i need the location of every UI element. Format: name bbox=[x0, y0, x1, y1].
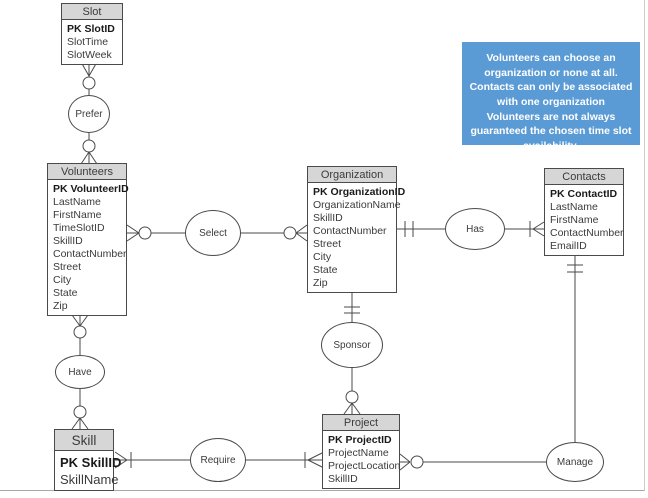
connector-sponsor-project bbox=[343, 368, 361, 415]
entity-skill-title: Skill bbox=[55, 430, 113, 451]
relationship-manage[interactable]: Manage bbox=[546, 442, 604, 482]
relationship-sponsor[interactable]: Sponsor bbox=[321, 322, 383, 368]
relationship-select[interactable]: Select bbox=[185, 210, 241, 256]
attribute: Street bbox=[313, 238, 342, 250]
connector-skill-require bbox=[114, 451, 190, 469]
attribute: Zip bbox=[53, 300, 68, 312]
attribute: EmailID bbox=[550, 240, 587, 252]
connector-require-project bbox=[246, 452, 323, 468]
entity-volunteers[interactable]: Volunteers PK VolunteerID LastName First… bbox=[47, 163, 129, 316]
connector-have-skill bbox=[71, 389, 89, 430]
attribute: Street bbox=[53, 261, 82, 273]
attribute-pk: PK VolunteerID bbox=[53, 183, 129, 195]
relationship-prefer[interactable]: Prefer bbox=[68, 95, 110, 133]
relationship-prefer-label: Prefer bbox=[75, 108, 103, 120]
attribute: SkillName bbox=[60, 472, 119, 487]
attribute: SlotWeek bbox=[67, 49, 112, 61]
entity-organization-title: Organization bbox=[308, 167, 396, 183]
entity-project-title: Project bbox=[323, 415, 399, 431]
attribute: LastName bbox=[53, 196, 101, 208]
attribute: SlotTime bbox=[67, 36, 109, 48]
connector-select-organization bbox=[241, 224, 308, 242]
relationship-have-label: Have bbox=[68, 366, 92, 378]
attribute: FirstName bbox=[550, 214, 599, 226]
attribute: ContactNumber bbox=[550, 227, 624, 239]
attribute: SkillID bbox=[53, 235, 83, 247]
relationship-have[interactable]: Have bbox=[55, 355, 105, 389]
attribute-pk: PK SkillID bbox=[60, 455, 122, 470]
relationship-has-label: Has bbox=[466, 223, 484, 235]
connector-volunteers-select bbox=[126, 224, 185, 242]
connector-prefer-volunteers bbox=[80, 133, 98, 165]
entity-volunteers-title: Volunteers bbox=[48, 164, 126, 180]
entity-volunteers-attributes: PK VolunteerID LastName FirstName TimeSl… bbox=[48, 180, 129, 315]
entity-organization-attributes: PK OrganizationID OrganizationName Skill… bbox=[308, 183, 406, 292]
connector-organization-has bbox=[397, 221, 445, 237]
connector-volunteers-have bbox=[71, 314, 89, 355]
attribute: State bbox=[53, 287, 78, 299]
attribute-pk: PK ProjectID bbox=[328, 434, 392, 446]
relationship-has[interactable]: Has bbox=[445, 208, 505, 250]
attribute: City bbox=[313, 251, 332, 263]
connector-slot-prefer bbox=[80, 61, 98, 95]
attribute: LastName bbox=[550, 201, 598, 213]
entity-slot[interactable]: Slot PK SlotID SlotTime SlotWeek bbox=[61, 3, 123, 65]
attribute: ProjectLocation bbox=[328, 460, 401, 472]
connector-project-manage bbox=[399, 453, 546, 471]
attribute-pk: PK ContactID bbox=[550, 188, 618, 200]
note-line: Volunteers are not always guaranteed the… bbox=[470, 110, 632, 153]
attribute-pk: PK OrganizationID bbox=[313, 186, 406, 198]
entity-contacts-title: Contacts bbox=[545, 169, 623, 185]
relationship-sponsor-label: Sponsor bbox=[333, 339, 371, 351]
entity-organization[interactable]: Organization PK OrganizationID Organizat… bbox=[307, 166, 406, 293]
entity-slot-title: Slot bbox=[62, 4, 122, 20]
attribute: ContactNumber bbox=[53, 248, 127, 260]
attribute: SkillID bbox=[328, 473, 358, 485]
attribute: TimeSlotID bbox=[53, 222, 105, 234]
note-line: Contacts can only be associated with one… bbox=[469, 81, 633, 109]
attribute: FirstName bbox=[53, 209, 102, 221]
attribute-pk: PK SlotID bbox=[67, 23, 115, 35]
entity-project[interactable]: Project PK ProjectID ProjectName Project… bbox=[322, 414, 400, 489]
attribute: OrganizationName bbox=[313, 199, 401, 211]
relationship-select-label: Select bbox=[199, 227, 227, 239]
connector-organization-sponsor bbox=[344, 289, 360, 322]
attribute: City bbox=[53, 274, 72, 286]
note-line: Volunteers can choose an organization or… bbox=[484, 52, 618, 79]
attribute: Zip bbox=[313, 277, 328, 289]
attribute: ProjectName bbox=[328, 447, 389, 459]
relationship-require-label: Require bbox=[200, 454, 236, 466]
connector-contacts-manage bbox=[567, 256, 583, 442]
connector-has-contacts bbox=[505, 221, 545, 237]
relationship-require[interactable]: Require bbox=[190, 438, 246, 482]
entity-contacts[interactable]: Contacts PK ContactID LastName FirstName… bbox=[544, 168, 624, 256]
note-box[interactable]: Volunteers can choose an organization or… bbox=[462, 42, 640, 152]
entity-slot-attributes: PK SlotID SlotTime SlotWeek bbox=[62, 20, 122, 64]
attribute: ContactNumber bbox=[313, 225, 387, 237]
attribute: State bbox=[313, 264, 338, 276]
entity-skill[interactable]: Skill PK SkillID SkillName bbox=[54, 429, 122, 491]
entity-contacts-attributes: PK ContactID LastName FirstName ContactN… bbox=[545, 185, 624, 255]
entity-skill-attributes: PK SkillID SkillName bbox=[55, 451, 122, 490]
attribute: SkillID bbox=[313, 212, 343, 224]
relationship-manage-label: Manage bbox=[556, 456, 594, 468]
entity-project-attributes: PK ProjectID ProjectName ProjectLocation… bbox=[323, 431, 401, 488]
